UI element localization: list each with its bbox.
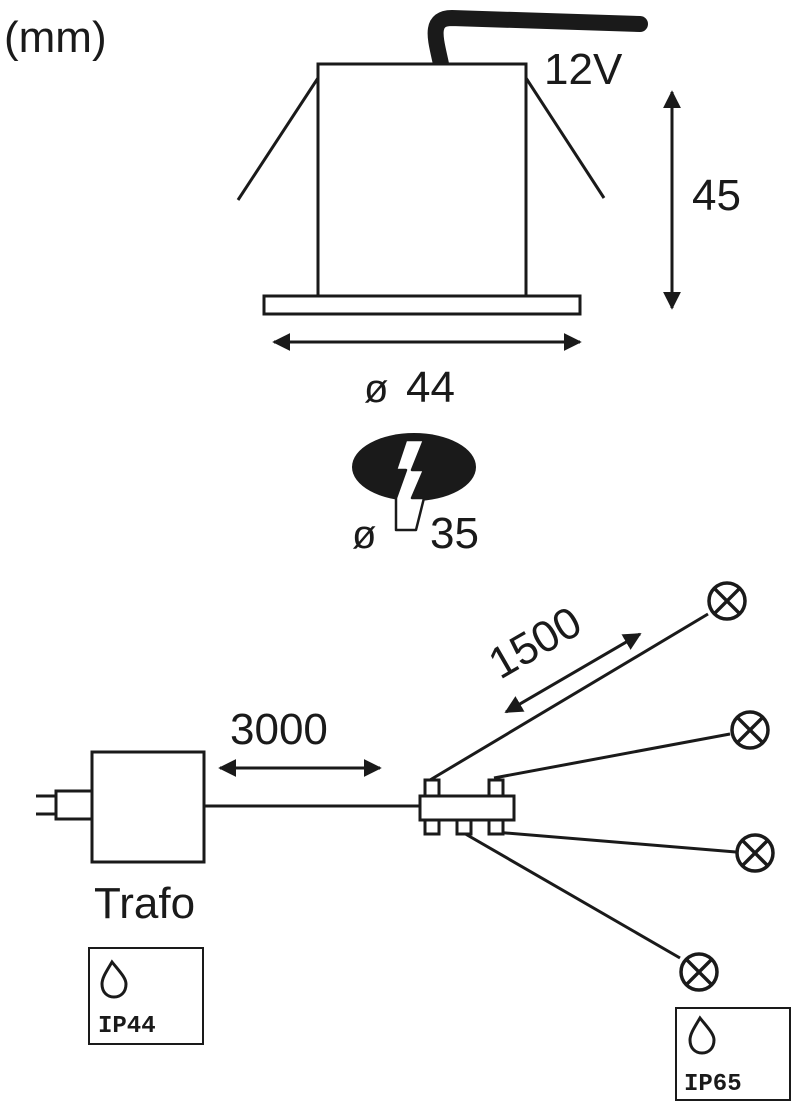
transformer-box [90,750,206,864]
lead-length-label: 3000 [230,705,328,754]
lamp-icon [707,581,747,621]
transformer-ip-label: IP44 [98,1013,156,1040]
cutout-diameter-label: 35 [430,509,479,558]
fixture-body [316,62,528,298]
voltage-label: 12V [544,45,623,94]
units-label: (mm) [4,13,107,62]
wiring-drawing [36,612,737,960]
drill-bit-icon [394,438,426,532]
lamp-ip-badge: IP65 [675,1007,791,1101]
lamp-lead-length-arrow [504,632,642,714]
transformer-ip-badge: IP44 [88,947,204,1045]
lamp-lead-3 [493,830,737,854]
water-drop-icon [688,1015,716,1055]
water-drop-icon [100,959,128,999]
spring-clip-left [236,77,320,201]
spring-clip-right [524,77,606,199]
lamp-icon [735,833,775,873]
lamp-icon [679,952,719,992]
fixture-flange [262,294,582,316]
connector-bottom-2 [455,818,473,836]
cutout-diameter-symbol: ø [352,513,376,557]
diameter-label: 44 [406,363,455,412]
lamp-lead-4 [461,830,681,960]
connector-top-1 [423,778,441,798]
diameter-symbol: ø [364,367,388,411]
distributor-block [418,794,516,822]
lamp-icon [730,710,770,750]
transformer-label: Trafo [94,879,195,928]
fixture-drawing [236,9,648,316]
plug-icon [54,789,94,821]
connector-bottom-1 [423,818,441,836]
lamp-ip-label: IP65 [684,1071,742,1098]
lamp-lead-2 [493,732,731,780]
height-label: 45 [692,171,741,220]
power-cable [427,9,648,72]
connector-top-2 [487,778,505,798]
cutout-symbol [352,433,476,532]
connector-bottom-3 [487,818,505,836]
lamp-lead-length-label: 1500 [481,597,590,688]
